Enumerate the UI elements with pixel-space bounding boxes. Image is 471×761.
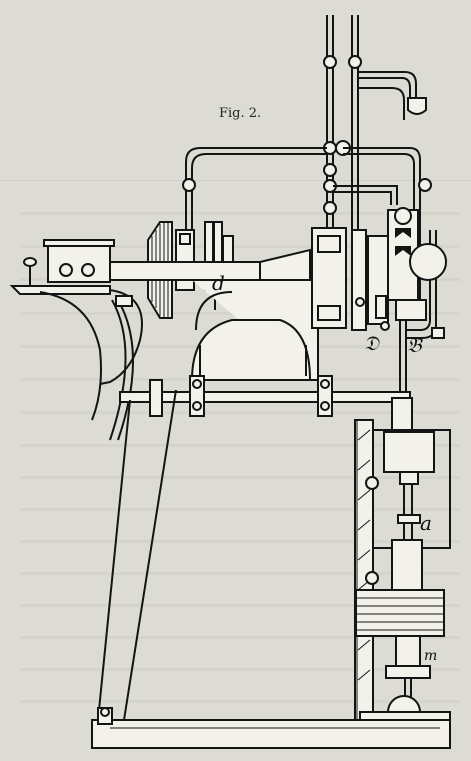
base-plate [91,707,451,749]
label-d: d [212,271,225,295]
left-bracket [9,239,143,441]
vertical-rods [323,15,362,235]
label-m: m [424,648,437,664]
central-housing [190,207,447,381]
label-a: a [420,511,432,535]
pulley-assembly [109,221,311,319]
frame-rail [119,375,411,417]
label-D: 𝔇 [364,331,380,355]
figure-caption: Fig. 2. [219,106,261,121]
label-B: 𝔅 [407,333,423,357]
column-frame [97,389,379,725]
